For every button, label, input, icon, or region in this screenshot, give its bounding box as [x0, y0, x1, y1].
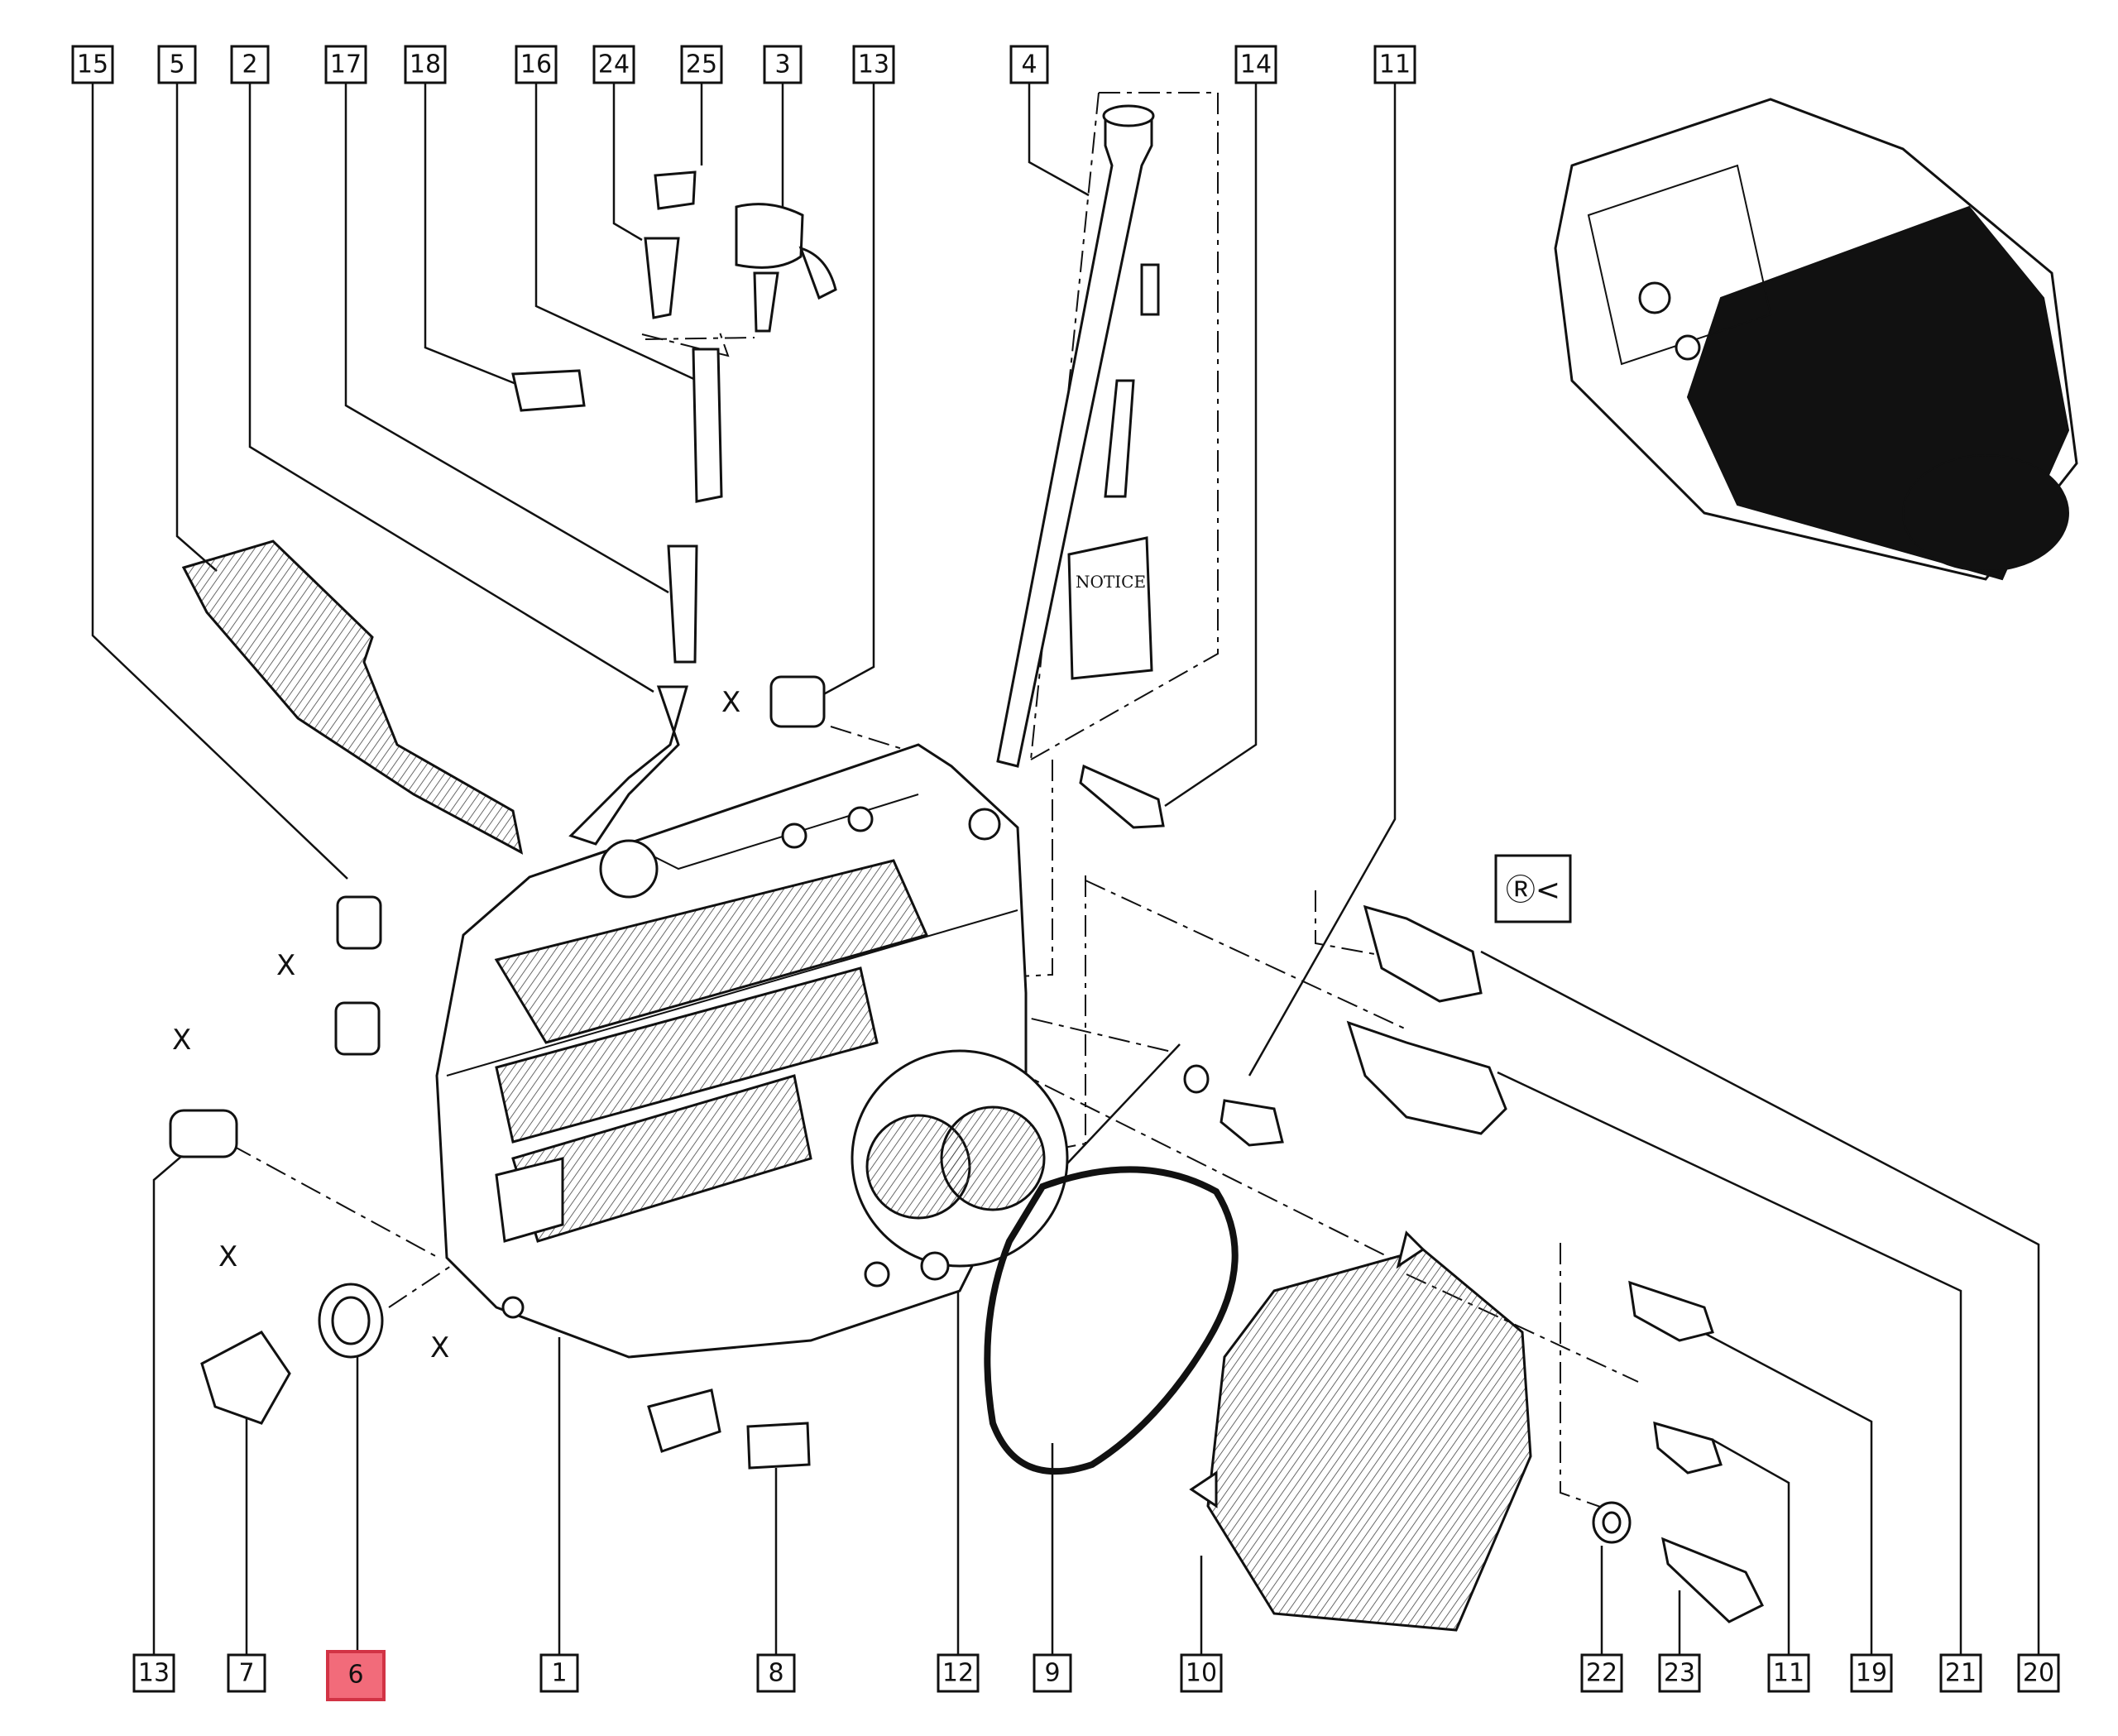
part-label-17[interactable]: 17: [324, 45, 367, 84]
svg-text:15: 15: [77, 50, 108, 79]
cover-gasket: [984, 1166, 1239, 1475]
svg-text:4: 4: [1021, 50, 1037, 79]
svg-text:17: 17: [330, 50, 362, 79]
part-label-22[interactable]: 22: [1580, 1653, 1623, 1693]
part-label-21[interactable]: 21: [1939, 1653, 1982, 1693]
sensor-switches: [1346, 904, 1507, 1135]
part-label-11-top[interactable]: 11: [1373, 45, 1416, 84]
svg-text:6: 6: [347, 1661, 363, 1690]
svg-text:14: 14: [1240, 50, 1272, 79]
notice-booklet: NOTICE: [1067, 536, 1153, 680]
part-label-24[interactable]: 24: [592, 45, 635, 84]
symbol-text: Ⓡ<: [1506, 874, 1560, 908]
symbol-box: Ⓡ<: [1494, 854, 1572, 923]
svg-text:13: 13: [138, 1659, 170, 1688]
x-mark: X: [218, 1240, 237, 1273]
part-label-1[interactable]: 1: [539, 1653, 579, 1693]
part-label-23[interactable]: 23: [1658, 1653, 1701, 1693]
part-label-2[interactable]: 2: [230, 45, 270, 84]
part-label-19[interactable]: 19: [1850, 1653, 1893, 1693]
part-label-7[interactable]: 7: [227, 1653, 266, 1693]
sealing-washer-6: [318, 1283, 384, 1359]
part-label-9[interactable]: 9: [1033, 1653, 1072, 1693]
notice-text: NOTICE: [1076, 572, 1146, 592]
svg-text:21: 21: [1945, 1659, 1977, 1688]
bushing-parts: [169, 675, 826, 1158]
svg-text:22: 22: [1586, 1659, 1617, 1688]
svg-text:11: 11: [1379, 50, 1411, 79]
svg-text:5: 5: [169, 50, 184, 79]
svg-text:13: 13: [858, 50, 889, 79]
clip-bracket: [181, 540, 524, 855]
gearbox-housing: [435, 743, 1069, 1359]
svg-text:12: 12: [942, 1659, 974, 1688]
part-label-5[interactable]: 5: [157, 45, 197, 84]
part-label-3[interactable]: 3: [763, 45, 803, 84]
part-label-16[interactable]: 16: [515, 45, 558, 84]
svg-text:20: 20: [2023, 1659, 2054, 1688]
part-label-8[interactable]: 8: [756, 1653, 796, 1693]
part-label-15[interactable]: 15: [71, 45, 114, 84]
part-label-10[interactable]: 10: [1180, 1653, 1223, 1693]
svg-text:11: 11: [1773, 1659, 1804, 1688]
drain-plugs: [200, 1331, 811, 1470]
x-mark: X: [721, 686, 740, 719]
leader-lines: [91, 76, 2040, 1655]
x-mark: X: [430, 1331, 449, 1364]
svg-text:10: 10: [1186, 1659, 1217, 1688]
oil-cover: [1189, 1230, 1532, 1632]
x-marks: X X X X X: [172, 686, 740, 1364]
top-labels: 15 5 2 17 18 16 24 25 3 13 4 14 11: [71, 45, 1416, 84]
breather-cap-and-fittings: [511, 170, 837, 412]
bottom-labels: 13 7 6 1 8 12 9 10 22 23 11 19 21 20: [132, 1650, 2060, 1701]
part-label-6-highlighted[interactable]: 6: [326, 1650, 386, 1701]
svg-text:19: 19: [1856, 1659, 1887, 1688]
part-label-11-bottom[interactable]: 11: [1767, 1653, 1810, 1693]
breather-hose: [568, 348, 723, 846]
part-label-18[interactable]: 18: [404, 45, 447, 84]
gearbox-preview-illustration: [1554, 98, 2078, 581]
part-label-4[interactable]: 4: [1009, 45, 1049, 84]
part-label-12[interactable]: 12: [937, 1653, 980, 1693]
svg-text:23: 23: [1664, 1659, 1695, 1688]
x-mark: X: [172, 1024, 191, 1057]
part-label-14[interactable]: 14: [1234, 45, 1277, 84]
svg-text:3: 3: [774, 50, 790, 79]
part-label-13-bottom[interactable]: 13: [132, 1653, 175, 1693]
svg-text:1: 1: [551, 1659, 567, 1688]
part-label-20[interactable]: 20: [2017, 1653, 2060, 1693]
svg-text:24: 24: [598, 50, 630, 79]
part-label-25[interactable]: 25: [680, 45, 723, 84]
svg-text:25: 25: [686, 50, 717, 79]
svg-text:18: 18: [410, 50, 441, 79]
svg-text:7: 7: [238, 1659, 254, 1688]
bolts: [1079, 764, 1765, 1623]
fill-pipe-and-dipstick: [996, 104, 1160, 768]
svg-text:9: 9: [1044, 1659, 1060, 1688]
svg-text:2: 2: [242, 50, 257, 79]
svg-text:16: 16: [520, 50, 552, 79]
svg-text:8: 8: [768, 1659, 783, 1688]
x-mark: X: [276, 949, 295, 982]
part-label-13-top[interactable]: 13: [852, 45, 895, 84]
